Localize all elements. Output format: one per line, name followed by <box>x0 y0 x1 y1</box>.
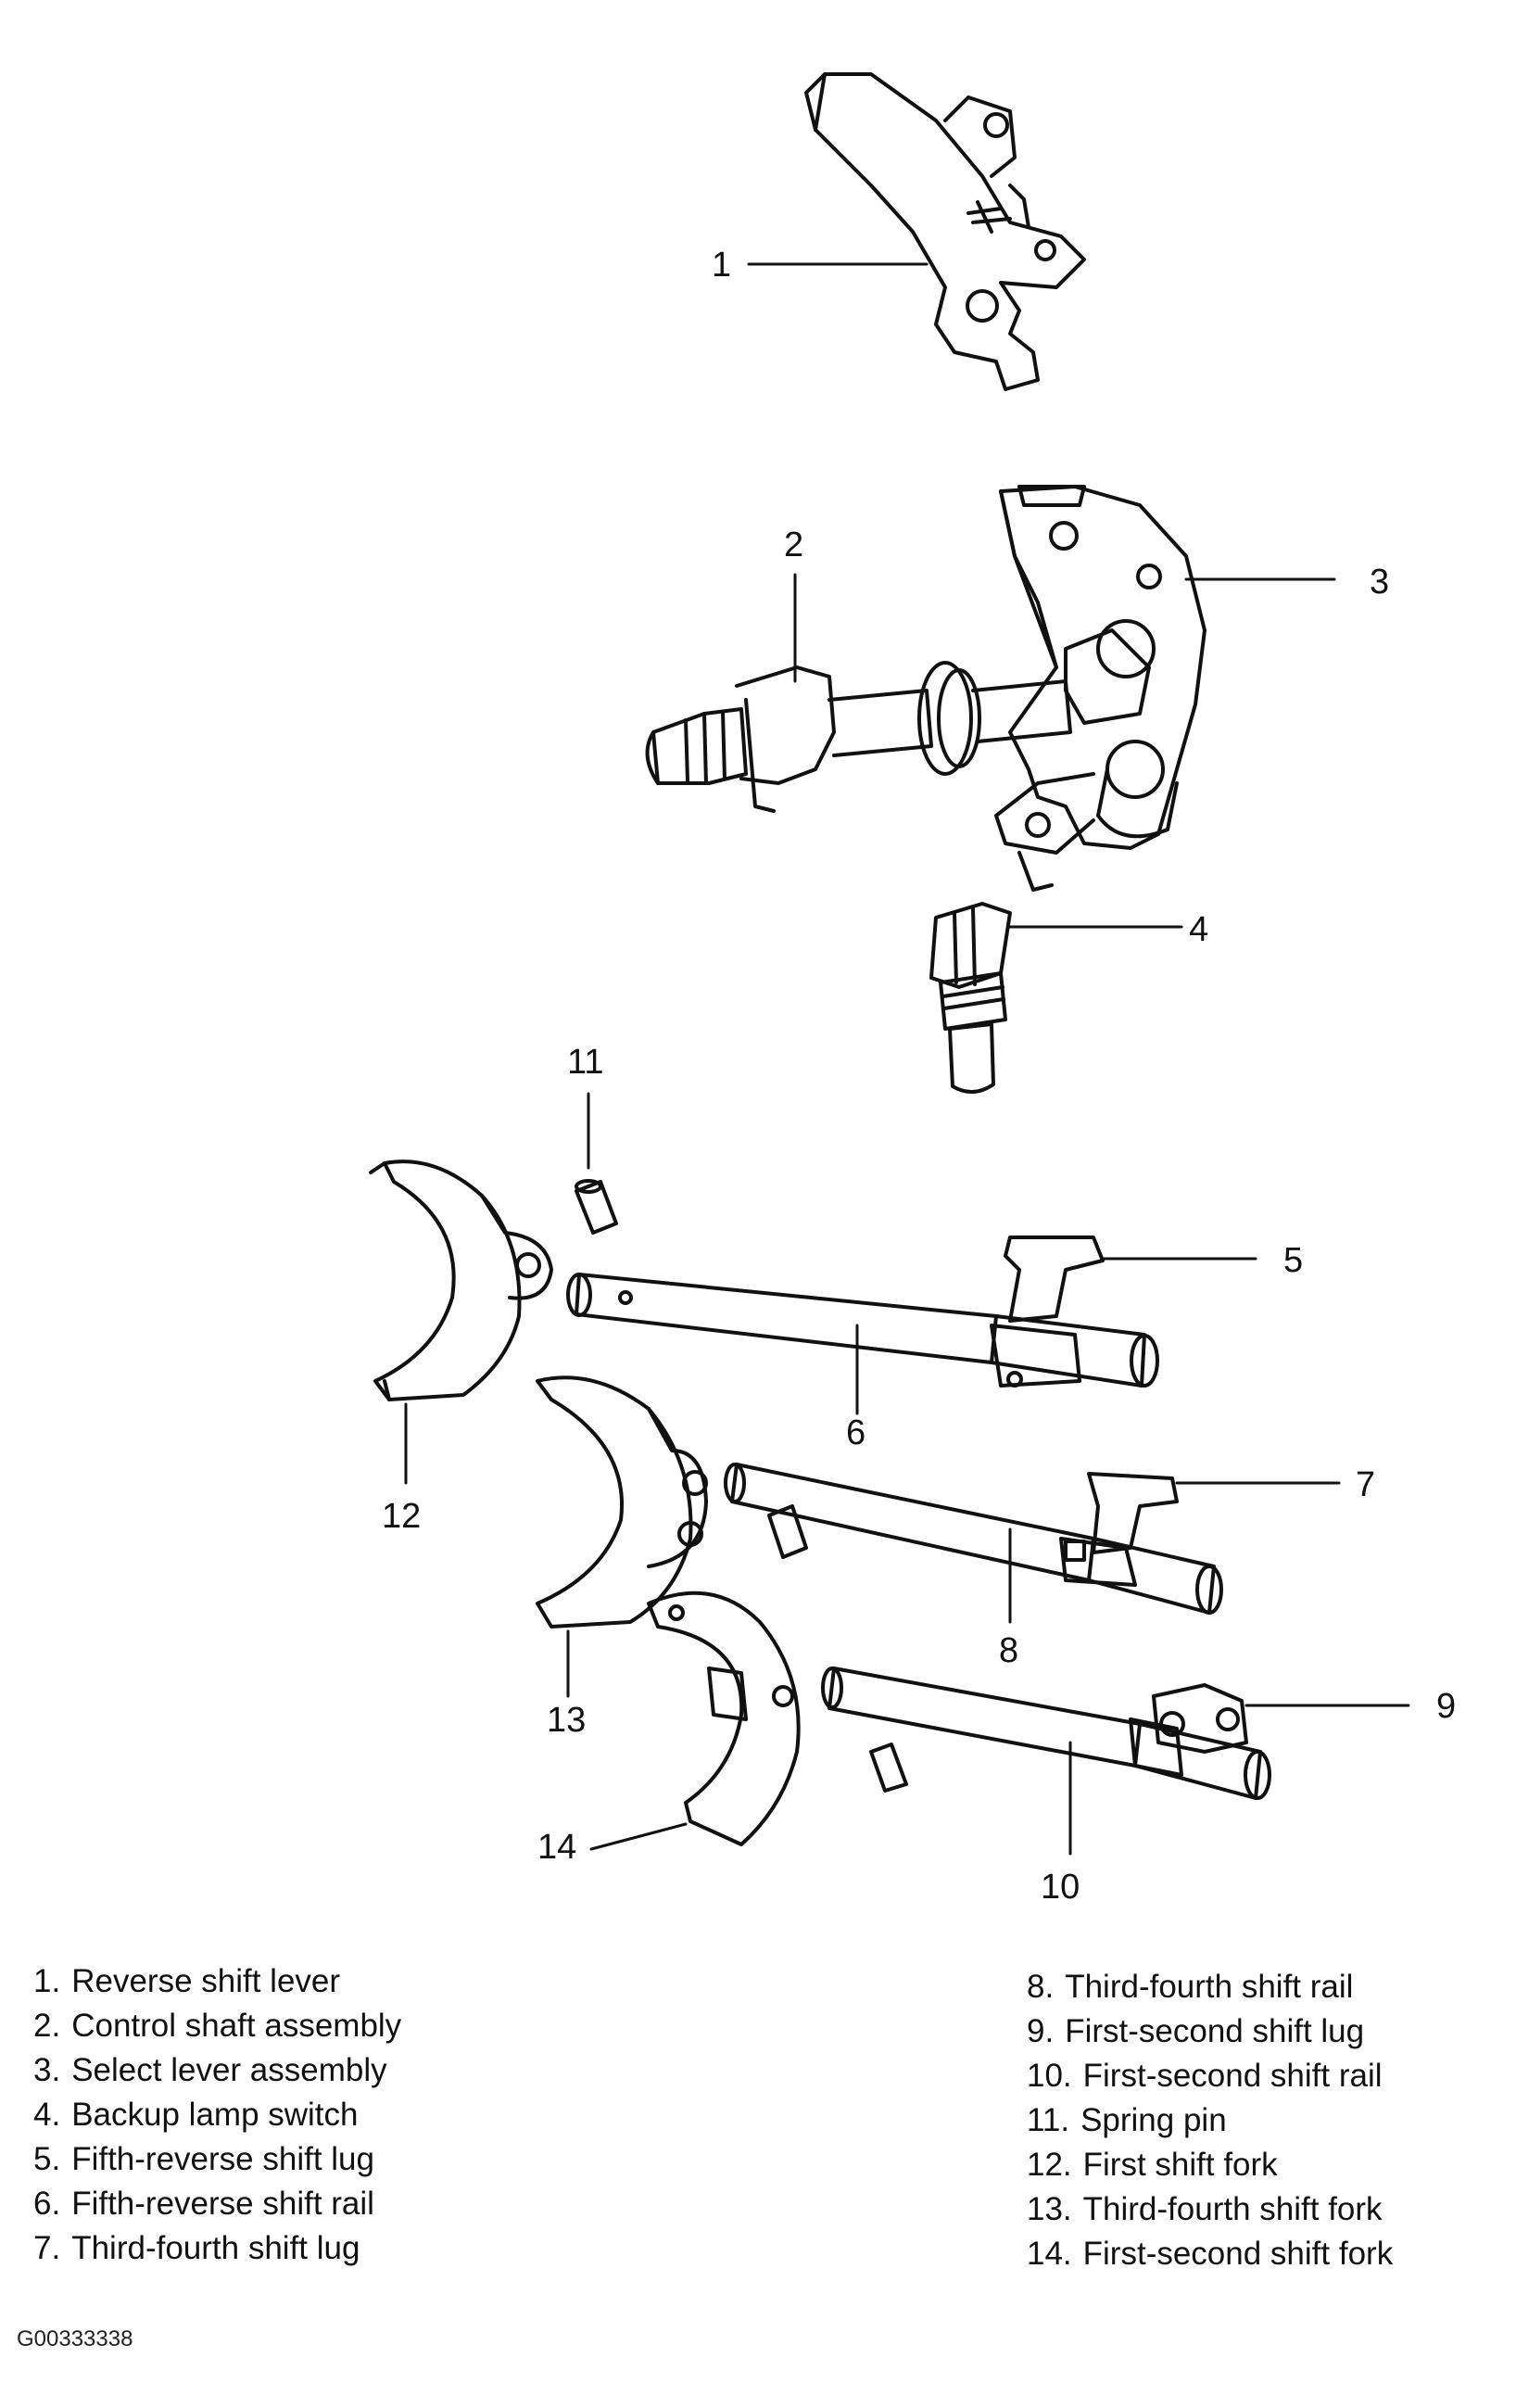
reverse-shift-lever <box>804 72 1086 391</box>
parts-legend-right: 8.Third-fourth shift rail 9.First-second… <box>1027 1965 1393 2276</box>
legend-item: 9.First-second shift lug <box>1027 2013 1365 2049</box>
first-second-shift-fork <box>647 1591 801 1846</box>
callout-3: 3 <box>1370 563 1389 602</box>
callout-2: 2 <box>784 526 803 564</box>
spring-pin-middle <box>767 1504 808 1559</box>
callout-13: 13 <box>547 1701 586 1740</box>
legend-item: 3.Select lever assembly <box>33 2052 387 2088</box>
legend-item: 6.Fifth-reverse shift rail <box>33 2186 374 2222</box>
callout-labels: 1 2 3 4 5 6 7 8 9 10 11 12 13 14 <box>382 246 1456 1907</box>
backup-lamp-switch <box>929 902 1012 1094</box>
callout-11: 11 <box>567 1043 603 1082</box>
legend-item: 1.Reverse shift lever <box>33 1963 341 1999</box>
legend-item: 13.Third-fourth shift fork <box>1027 2191 1383 2227</box>
first-shift-fork <box>369 1160 553 1401</box>
legend-item: 4.Backup lamp switch <box>33 2097 359 2133</box>
legend-item: 5.Fifth-reverse shift lug <box>33 2141 374 2177</box>
spring-pin-lower <box>869 1743 908 1793</box>
callout-7: 7 <box>1356 1465 1375 1504</box>
third-fourth-shift-rail <box>724 1463 1223 1615</box>
control-shaft-assembly <box>645 661 1072 813</box>
legend-item: 10.First-second shift rail <box>1027 2058 1383 2094</box>
callout-4: 4 <box>1189 910 1208 949</box>
spring-pin-11 <box>575 1179 618 1235</box>
figure-code: G00333338 <box>17 2326 133 2351</box>
legend-item: 8.Third-fourth shift rail <box>1027 1969 1354 2005</box>
fifth-reverse-shift-rail <box>566 1273 1159 1388</box>
callout-14: 14 <box>537 1828 576 1867</box>
callout-12: 12 <box>382 1497 421 1536</box>
legend-item: 12.First shift fork <box>1027 2147 1278 2183</box>
leader-lines <box>404 262 1410 1856</box>
third-fourth-shift-lug <box>1059 1472 1179 1587</box>
legend-item: 7.Third-fourth shift lug <box>33 2230 360 2266</box>
select-lever-assembly <box>994 485 1206 892</box>
legend-item: 14.First-second shift fork <box>1027 2236 1394 2272</box>
callout-6: 6 <box>846 1413 865 1452</box>
third-fourth-shift-fork <box>536 1375 708 1629</box>
callout-5: 5 <box>1283 1241 1303 1280</box>
callout-10: 10 <box>1041 1868 1080 1907</box>
callout-9: 9 <box>1436 1687 1456 1726</box>
legend-item: 2.Control shaft assembly <box>33 2008 402 2044</box>
parts-legend-left: 1.Reverse shift lever 2.Control shaft as… <box>33 1959 401 2271</box>
callout-1: 1 <box>712 246 731 285</box>
first-second-shift-lug <box>1129 1683 1248 1777</box>
first-second-shift-rail <box>821 1667 1271 1800</box>
legend-item: 11.Spring pin <box>1027 2102 1227 2138</box>
callout-8: 8 <box>999 1631 1018 1670</box>
fifth-reverse-shift-lug <box>990 1236 1105 1388</box>
